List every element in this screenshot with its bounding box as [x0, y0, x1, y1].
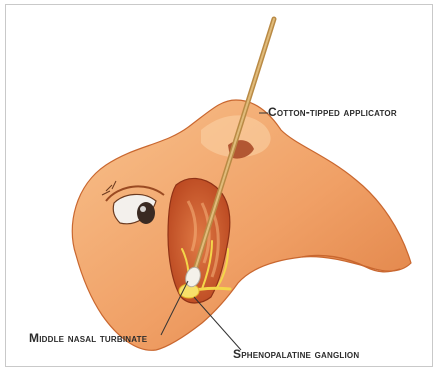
- label-cotton-tipped-applicator: Cotton-tipped applicator: [268, 105, 397, 119]
- anatomy-illustration: [6, 5, 433, 367]
- label-sphenopalatine-ganglion: Sphenopalatine ganglion: [233, 347, 359, 361]
- label-middle-nasal-turbinate: Middle nasal turbinate: [29, 331, 147, 345]
- diagram-frame: Cotton-tipped applicator Middle nasal tu…: [5, 4, 433, 367]
